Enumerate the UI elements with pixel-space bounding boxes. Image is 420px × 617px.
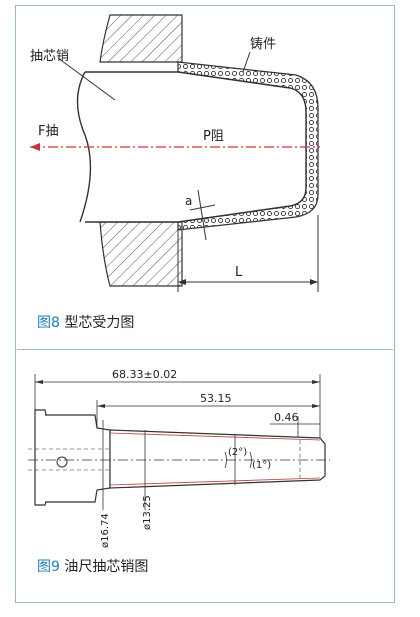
figure9-caption: 图9 油尺抽芯销图 [37, 556, 148, 576]
core-pin-leader [57, 57, 116, 101]
length-label: L [235, 265, 243, 280]
angle-outer-text: (2°) [228, 447, 247, 458]
angle-line [197, 189, 207, 241]
diameter-small-text: ø13.25 [142, 495, 153, 530]
force-arrow-head [30, 143, 40, 151]
pin-taper [109, 429, 326, 489]
figure9-number: 图9 [37, 559, 60, 575]
angle-label: a [185, 194, 192, 208]
diameter-large-text: ø16.74 [100, 513, 111, 548]
casting-label: 铸件 [250, 36, 276, 52]
mould-block-upper [99, 14, 183, 63]
overall-length-text: 68.33±0.02 [112, 368, 177, 381]
pull-force-label: F抽 [38, 124, 58, 139]
taper-length-text: 53.15 [200, 392, 232, 405]
figure8-title: 型芯受力图 [59, 315, 135, 331]
core-pin-break [76, 71, 92, 223]
tip-offset-text: 0.46 [274, 411, 299, 424]
core-pin-label: 抽芯销 [30, 49, 69, 64]
head-hole [56, 456, 68, 468]
figure8-number: 图8 [37, 315, 60, 331]
section-divider [17, 349, 393, 350]
figure9-title: 油尺抽芯销图 [59, 559, 149, 575]
pin-collar [45, 414, 111, 503]
casting-leader [242, 51, 251, 73]
figure8-caption: 图8 型芯受力图 [37, 312, 134, 332]
angle-inner-text: (1°) [252, 460, 271, 471]
mould-block-lower [99, 221, 183, 287]
angle-ref [189, 204, 216, 211]
resistance-label: P阻 [203, 129, 224, 144]
